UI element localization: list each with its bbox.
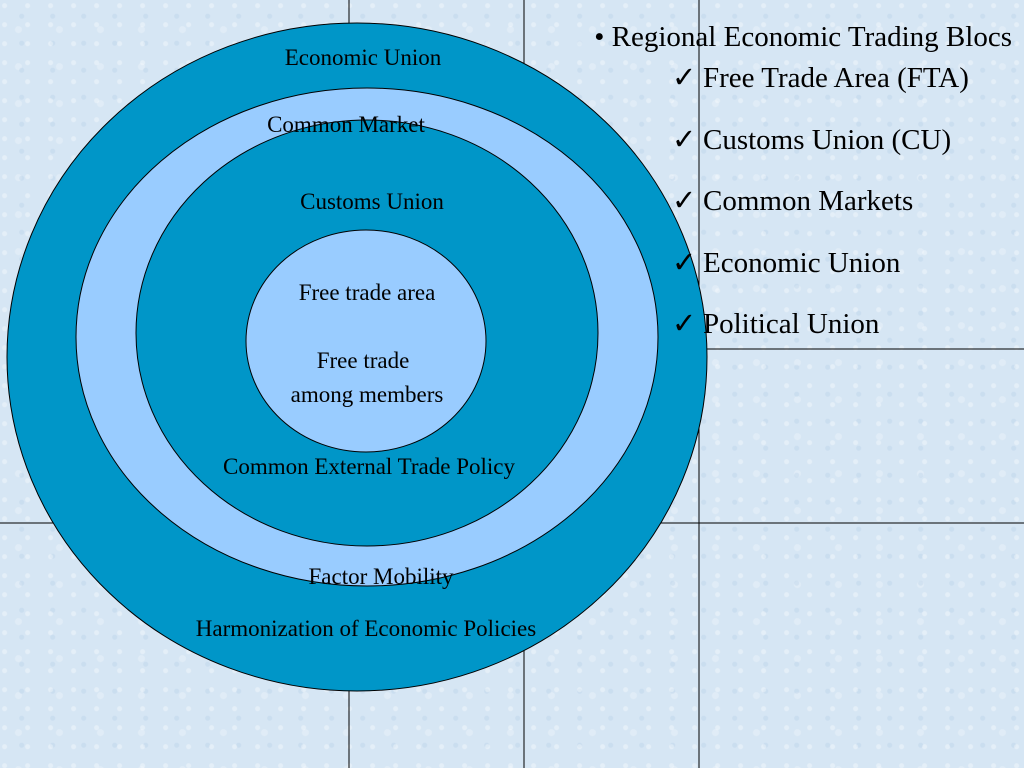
ring-free-trade-area (245, 229, 487, 453)
label-free-trade-line-1: Free trade (317, 348, 410, 373)
check-icon: ✓ (672, 185, 696, 217)
sidebar-item-political-union: Political Union (703, 308, 880, 340)
label-customs-union: Customs Union (300, 189, 444, 214)
check-icon: ✓ (672, 247, 696, 279)
sidebar-item-common-markets: Common Markets (703, 185, 913, 217)
check-icon: ✓ (672, 124, 696, 156)
sidebar-item-cu: Customs Union (CU) (703, 124, 951, 156)
label-common-external-trade-policy: Common External Trade Policy (223, 454, 515, 479)
label-free-trade-line-2: among members (291, 382, 444, 407)
check-icon: ✓ (672, 308, 696, 340)
label-economic-union: Economic Union (285, 45, 442, 70)
label-harmonization: Harmonization of Economic Policies (196, 616, 536, 641)
check-icon: ✓ (672, 62, 696, 94)
sidebar-item-economic-union: Economic Union (703, 247, 901, 279)
label-common-market: Common Market (267, 112, 425, 137)
label-free-trade-area: Free trade area (299, 280, 436, 305)
label-factor-mobility: Factor Mobility (308, 564, 454, 589)
sidebar-item-fta: Free Trade Area (FTA) (703, 62, 969, 94)
sidebar-heading: • Regional Economic Trading Blocs (594, 21, 1012, 53)
